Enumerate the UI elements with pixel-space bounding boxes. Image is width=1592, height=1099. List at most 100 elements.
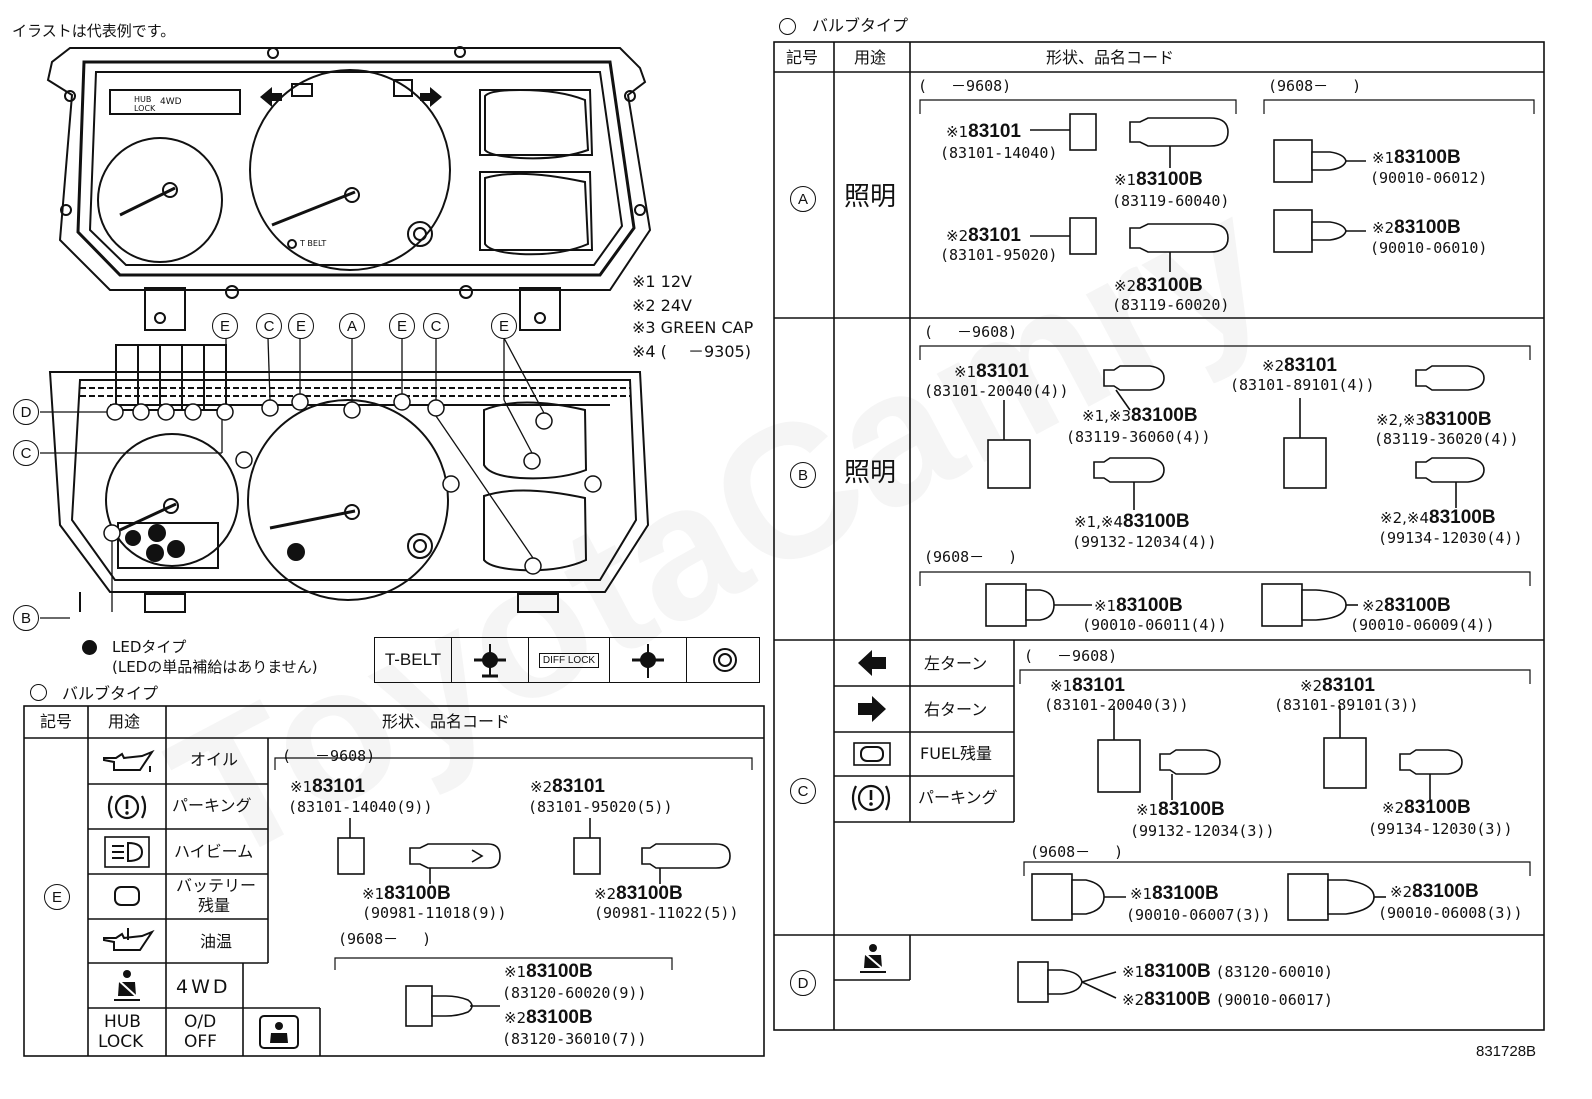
diff-lock-icon [452, 638, 529, 682]
b-part-7: ※183100B [1094, 595, 1183, 616]
c-part-3: ※183100B [1136, 799, 1225, 820]
b-period-before: ( －9608) [924, 323, 1018, 341]
c-code-6: (90010-06008(3)) [1378, 904, 1523, 922]
cluster-front-view [46, 46, 652, 331]
a-code-3: (83101-95020) [940, 246, 1058, 264]
a-code-6: (90010-06010) [1370, 239, 1488, 257]
tbelt-indicator: T-BELT [375, 638, 452, 682]
e-period-before: ( －9608) [282, 747, 376, 765]
b-part-8: ※283100B [1362, 595, 1451, 616]
e-part-5: ※183100B [504, 961, 593, 982]
use-lock: LOCK [98, 1032, 144, 1052]
use-fuel-level: FUEL残量 [920, 744, 992, 763]
right-header-symbol: 記号 [786, 48, 819, 67]
d-part-1: ※183100B (83120-60010) [1122, 961, 1333, 982]
a-part-3: ※283101 [946, 225, 1021, 246]
callout-e-4: E [491, 313, 517, 339]
od-off-indicator-icon [259, 1015, 299, 1049]
use-4wd: 4WD [176, 976, 231, 998]
callout-e-1: E [212, 313, 238, 339]
c-code-4: (99134-12030(3)) [1368, 820, 1513, 838]
e-part-3: ※183100B [362, 883, 451, 904]
note-4: ※4 ( －9305) [632, 342, 751, 361]
callout-c-2: C [423, 313, 449, 339]
callout-e-2: E [288, 313, 314, 339]
b-period-after: (9608－ ) [924, 548, 1018, 566]
c-period-before: ( －9608) [1024, 647, 1118, 665]
c-code-5: (90010-06007(3)) [1126, 906, 1271, 924]
use-oil-temp: 油温 [200, 932, 233, 951]
b-code-4: (83101-89101(4)) [1230, 376, 1375, 394]
use-battery: バッテリー [176, 876, 257, 895]
a-code-5: (90010-06012) [1370, 169, 1488, 187]
d-part-2: ※283100B (90010-06017) [1122, 989, 1333, 1010]
b-code-5: (83119-36020(4)) [1374, 430, 1519, 448]
c-period-after: (9608－ ) [1030, 843, 1124, 861]
b-code-2: (83119-36060(4)) [1066, 428, 1211, 446]
parking-brake-icon [107, 794, 147, 820]
c-part-4: ※283100B [1382, 797, 1471, 818]
left-header-symbol: 記号 [40, 712, 73, 731]
oil-can-icon [103, 749, 155, 772]
e-part-6: ※283100B [504, 1007, 593, 1028]
a-part-1: ※183101 [946, 121, 1021, 142]
b-part-4: ※283101 [1262, 355, 1337, 376]
oil-temp-icon [103, 928, 155, 951]
c-code-1: (83101-20040(3)) [1044, 696, 1189, 714]
use-right-turn: 右ターン [924, 700, 988, 719]
right-turn-icon [858, 696, 886, 722]
led-legend-line1: LEDタイプ [112, 638, 187, 656]
a-period-before: ( －9608) [918, 77, 1012, 95]
use-battery-remaining: 残量 [198, 896, 231, 915]
fuel-level-icon [853, 742, 891, 766]
right-header-shape: 形状、品名コード [1046, 48, 1175, 67]
a-period-after: (9608－ ) [1268, 77, 1362, 95]
note-1: ※1 12V [632, 272, 692, 291]
led-dot-icon [82, 640, 97, 655]
e-code-6: (83120-36010(7)) [502, 1030, 647, 1048]
row-d-symbol: D [790, 970, 816, 996]
callout-a-1: A [339, 313, 365, 339]
e-part-4: ※283100B [594, 883, 683, 904]
illustration-note: イラストは代表例です。 [12, 22, 176, 40]
b-code-1: (83101-20040(4)) [924, 382, 1069, 400]
bullet-circle-icon-2 [779, 18, 796, 35]
b-code-6: (99134-12030(4)) [1378, 529, 1523, 547]
a-part-4: ※283100B [1114, 275, 1203, 296]
cluster-rear-view [40, 337, 650, 619]
left-table-grid [23, 705, 765, 1057]
led-legend-line2: (LEDの単品補給はありません) [112, 658, 318, 676]
left-section-title: バルブタイプ [62, 684, 159, 703]
center-diff-icon [610, 638, 687, 682]
tbelt-small-label: T BELT [300, 239, 327, 248]
use-off: OFF [184, 1032, 217, 1052]
bullet-circle-icon [30, 684, 47, 701]
e-code-2: (83101-95020(5)) [528, 798, 673, 816]
b-part-6: ※2,※483100B [1380, 507, 1496, 528]
e-period-after: (9608－ ) [338, 930, 432, 948]
battery-icon [114, 886, 140, 906]
e-code-4: (90981-11022(5)) [594, 904, 739, 922]
row-b-symbol: B [790, 462, 816, 488]
e-part-1: ※183101 [290, 776, 365, 797]
use-oil: オイル [190, 750, 239, 769]
use-parking-c: パーキング [918, 788, 998, 807]
b-code-8: (90010-06009(4)) [1350, 616, 1495, 634]
c-part-1: ※183101 [1050, 675, 1125, 696]
e-code-3: (90981-11018(9)) [362, 904, 507, 922]
callout-d-1: D [13, 399, 39, 425]
b-code-7: (90010-06011(4)) [1082, 616, 1227, 634]
c-part-5: ※183100B [1130, 883, 1219, 904]
fourwd-label: 4WD [160, 97, 182, 107]
row-c-symbol: C [790, 778, 816, 804]
e-code-5: (83120-60020(9)) [502, 984, 647, 1002]
left-turn-icon [858, 650, 886, 676]
note-3: ※3 GREEN CAP [632, 318, 754, 337]
use-left-turn: 左ターン [924, 654, 988, 673]
parking-brake-icon-2 [851, 784, 891, 812]
figure-id: 831728B [1476, 1043, 1537, 1060]
c-code-2: (83101-89101(3)) [1274, 696, 1419, 714]
b-part-3: ※1,※483100B [1074, 511, 1190, 532]
